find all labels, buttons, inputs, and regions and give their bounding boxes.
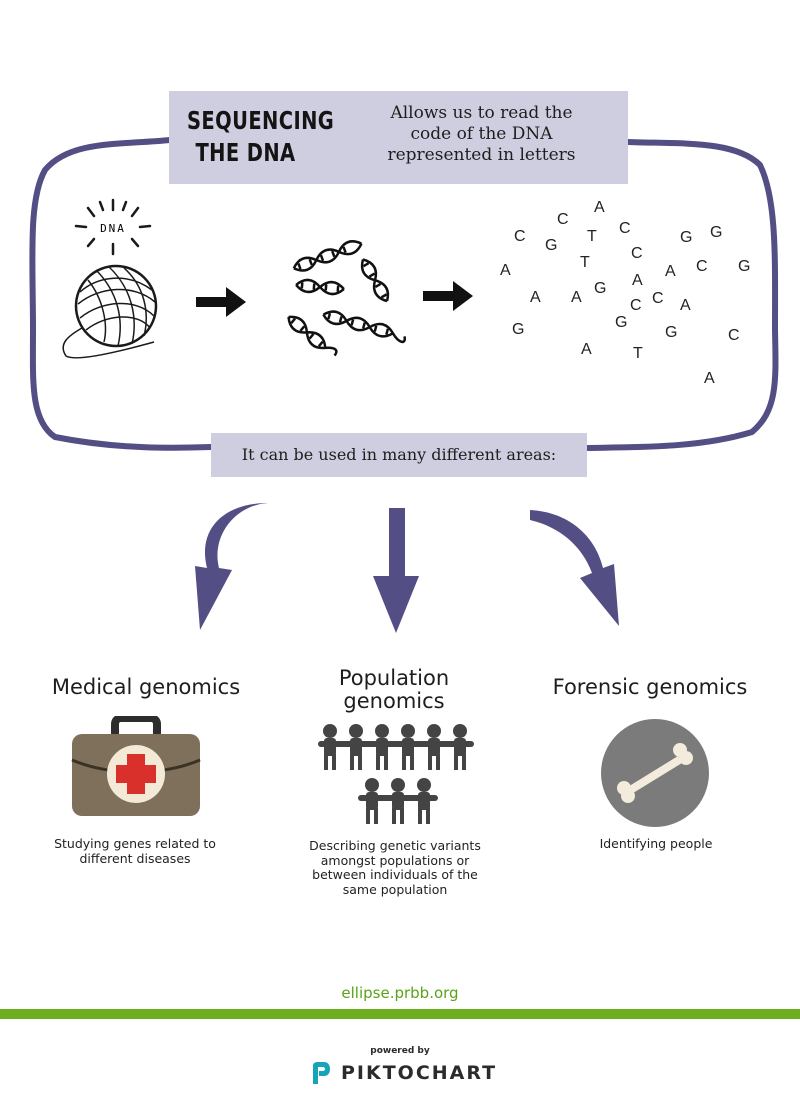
person-icon [375,724,389,770]
medical-kit-icon [71,716,201,816]
areas-label: It can be used in many different areas: [211,433,587,477]
sequence-letter: T [633,345,643,362]
sequence-letter: G [710,224,723,241]
sequence-letter: C [557,211,569,228]
title-line: THE DNA [195,138,296,167]
sequence-letter: A [704,370,715,387]
sequence-letter: G [738,258,751,275]
arrow-down-icon [373,508,419,633]
title-box: SEQUENCING THE DNA Allows us to read the… [169,91,628,184]
powered-by-label: powered by [370,1046,430,1056]
sequence-letter: C [728,327,740,344]
person-icon [417,778,431,824]
sequence-letter: A [665,263,676,280]
dna-label: DNA [100,222,126,235]
sequence-letter: A [500,262,511,279]
medical-genomics-desc: Studying genes related to different dise… [54,836,216,866]
sequence-letter: A [680,297,691,314]
right-arrow-icon [196,287,246,317]
population-genomics-heading: Population genomics [280,667,508,713]
sequencing-frame [29,137,215,451]
sequence-letter: C [696,258,708,275]
sequencing-frame [583,139,779,451]
burst-lines-icon [74,198,152,256]
description-line: code of the DNA [410,124,553,144]
footer-divider [0,1009,800,1019]
brand-name: PIKTOCHART [341,1062,498,1084]
sequence-letter: C [652,290,664,307]
person-icon [401,724,415,770]
person-icon [349,724,363,770]
bone-icon [601,719,709,827]
sequence-letter: A [594,199,605,216]
person-icon [391,778,405,824]
sequence-letter: G [615,314,628,331]
sequence-letter: A [581,341,592,358]
sequence-letter: A [571,289,582,306]
sequence-letter: C [514,228,526,245]
people-group-icon [318,724,474,824]
person-icon [453,724,467,770]
title-description: Allows us to read the code of the DNA re… [359,103,604,166]
heading-line: Population [338,666,450,690]
sequence-letter: G [512,321,525,338]
sequence-letter: A [530,289,541,306]
description-line: represented in letters [387,145,576,165]
sequence-letter: A [632,272,643,289]
heading-line: genomics [343,689,445,713]
arrow-left-icon [195,503,268,630]
person-icon [365,778,379,824]
piktochart-logo[interactable]: PIKTOCHART [309,1058,497,1088]
forensic-genomics-desc: Identifying people [599,836,713,851]
sequence-letter: G [680,229,693,246]
sequence-letter: C [631,245,643,262]
description-line: Allows us to read the [390,103,573,123]
website-link[interactable]: ellipse.prbb.org [341,984,459,1002]
right-arrow-icon [423,281,473,311]
population-genomics-desc: Describing genetic variants amongst popu… [309,838,481,897]
medical-genomics-heading: Medical genomics [51,675,241,699]
forensic-genomics-heading: Forensic genomics [552,675,748,699]
person-icon [323,724,337,770]
dna-fragments-icon [287,240,406,357]
sequence-letter: T [580,254,590,271]
yarn-ball-icon: DNA [62,198,158,359]
sequence-letter: G [545,237,558,254]
person-icon [427,724,441,770]
sequence-letters: A C T C C G G G C T A A C G A A G C C A … [0,0,800,450]
sequence-letter: T [587,228,597,245]
sequence-letter: C [619,220,631,237]
sequence-letter: G [594,280,607,297]
yarn-threads [62,264,158,359]
sequence-letter: G [665,324,678,341]
arrow-right-icon [530,510,619,626]
piktochart-logo-icon [313,1062,330,1084]
sequence-letter: C [630,297,642,314]
